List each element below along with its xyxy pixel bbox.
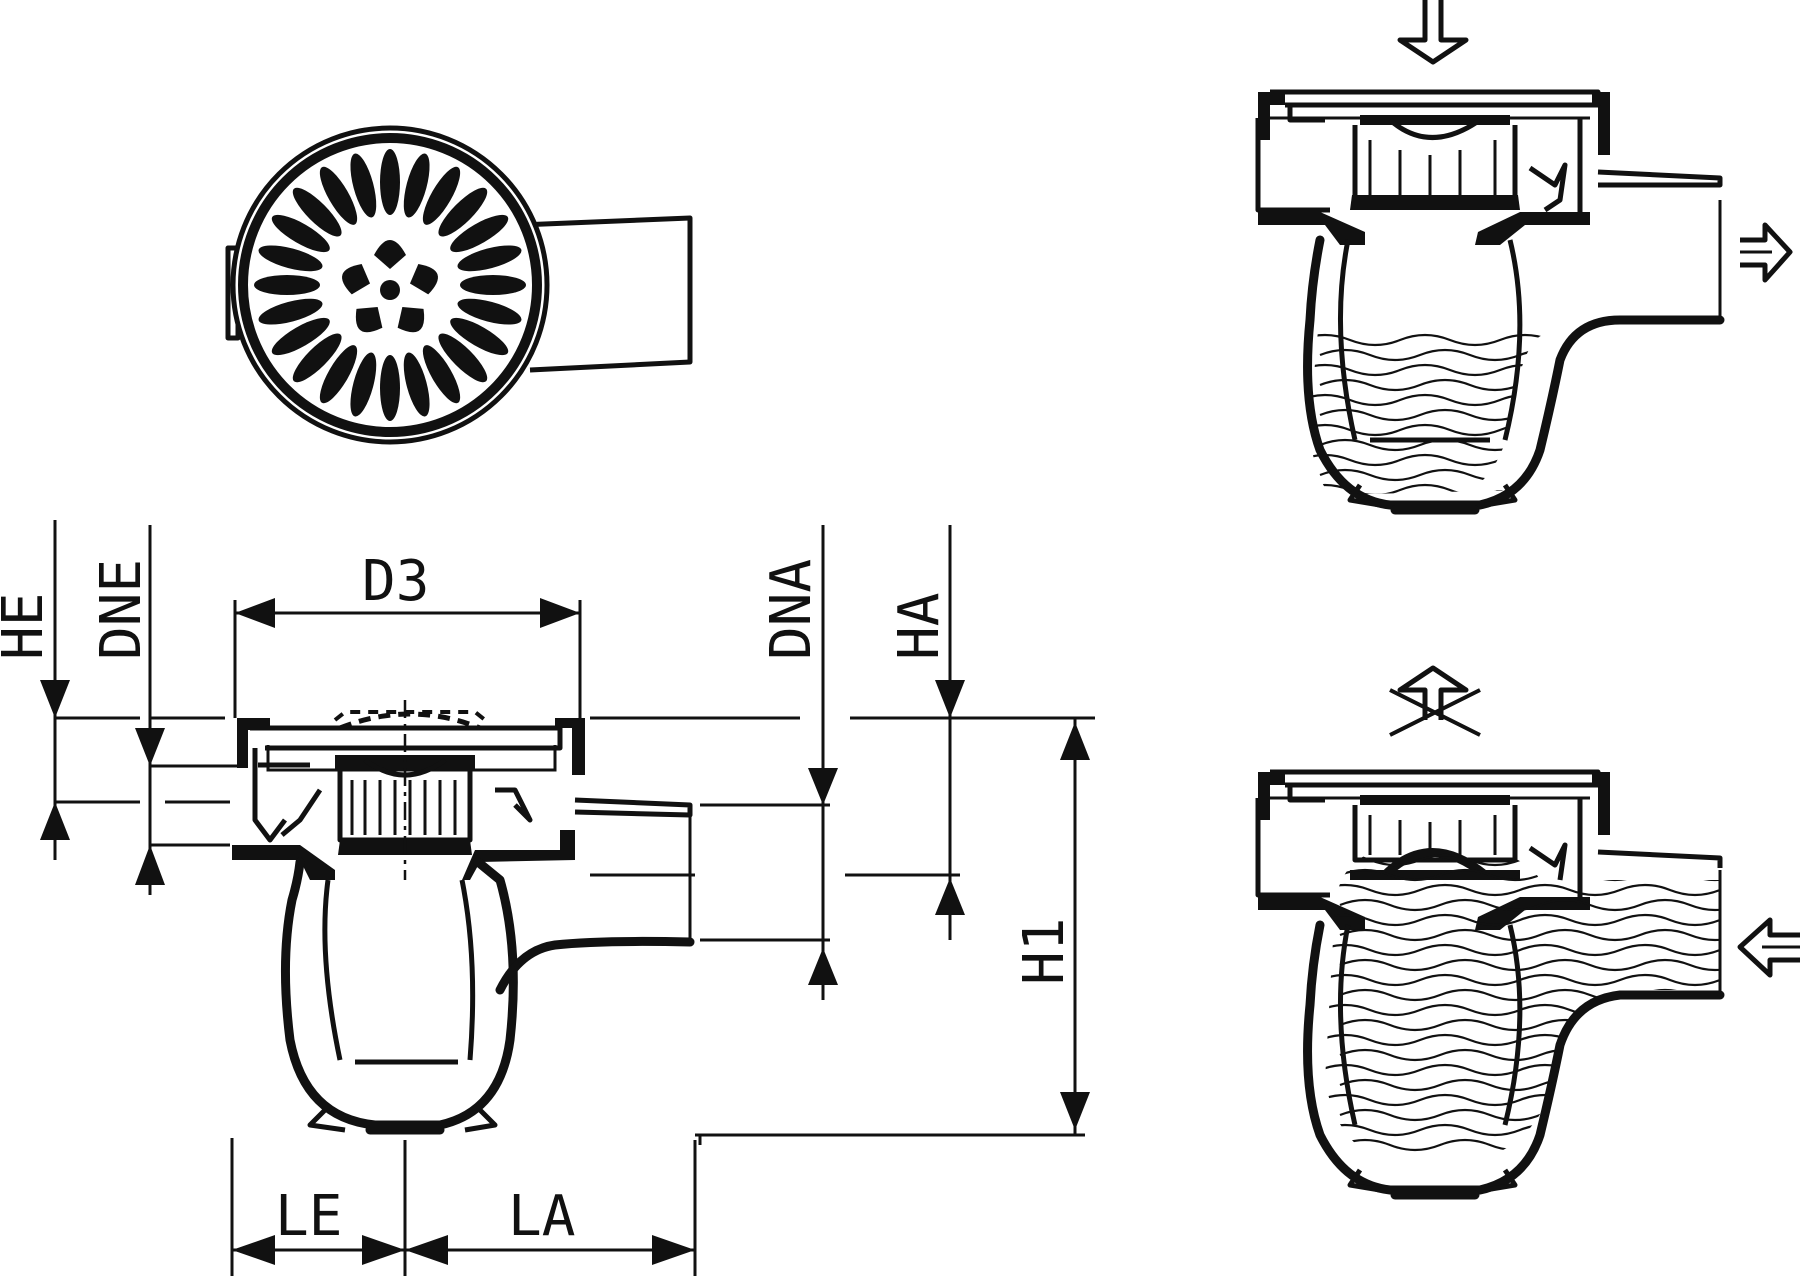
backflow-blocked-view — [1255, 665, 1800, 1200]
section-body — [232, 700, 695, 1135]
grate-slot — [403, 352, 430, 417]
label-dna: DNA — [759, 559, 824, 660]
grate-slot — [403, 153, 430, 218]
label-he: HE — [0, 593, 56, 660]
grate-slot — [350, 352, 377, 417]
grate-slot — [258, 298, 323, 325]
grate-slot — [292, 333, 342, 383]
dimension-lines — [40, 520, 1095, 1276]
grate-slots — [254, 149, 526, 421]
label-d3: D3 — [362, 549, 429, 614]
grate-slot — [319, 166, 358, 225]
grate-slot — [350, 153, 377, 218]
grate-slot — [271, 214, 330, 253]
drain-flow-view — [1255, 0, 1793, 515]
grate-slot — [292, 187, 342, 237]
grate-slot — [457, 245, 522, 272]
center-lobe — [397, 306, 425, 333]
grate-slot — [271, 317, 330, 356]
grate-slot — [438, 187, 488, 237]
grate-slot — [380, 149, 400, 215]
label-h1: H1 — [1012, 918, 1077, 985]
outflow-arrow — [1740, 222, 1793, 283]
dimensioned-section: HE DNE D3 DNA HA H1 LE LA — [0, 520, 1095, 1276]
label-ha: HA — [887, 593, 952, 660]
outlet-spigot-top — [519, 215, 693, 373]
grate-hub — [380, 280, 400, 300]
label-le: LE — [275, 1184, 342, 1249]
grate-slot — [450, 214, 509, 253]
grate-slot — [438, 333, 488, 383]
grate-slot — [258, 245, 323, 272]
center-lobe — [374, 240, 406, 269]
grate-slot — [457, 298, 522, 325]
label-la: LA — [508, 1184, 575, 1249]
grate-ring — [238, 133, 542, 437]
grate-slot — [422, 166, 461, 225]
grate-center — [342, 240, 438, 333]
blocked-arrow — [1389, 665, 1481, 737]
center-lobe — [355, 306, 383, 333]
grate-slot — [450, 317, 509, 356]
label-dne: DNE — [89, 559, 154, 660]
top-view-grate — [225, 125, 693, 445]
inflow-arrow — [1397, 0, 1469, 65]
grate-slot — [254, 275, 320, 295]
grate-slot — [460, 275, 526, 295]
grate-slot — [422, 345, 461, 404]
backflow-arrow — [1737, 917, 1800, 978]
grate-slot — [380, 355, 400, 421]
grate-slot — [319, 345, 358, 404]
center-lobe — [342, 263, 371, 295]
center-lobe — [409, 263, 438, 295]
